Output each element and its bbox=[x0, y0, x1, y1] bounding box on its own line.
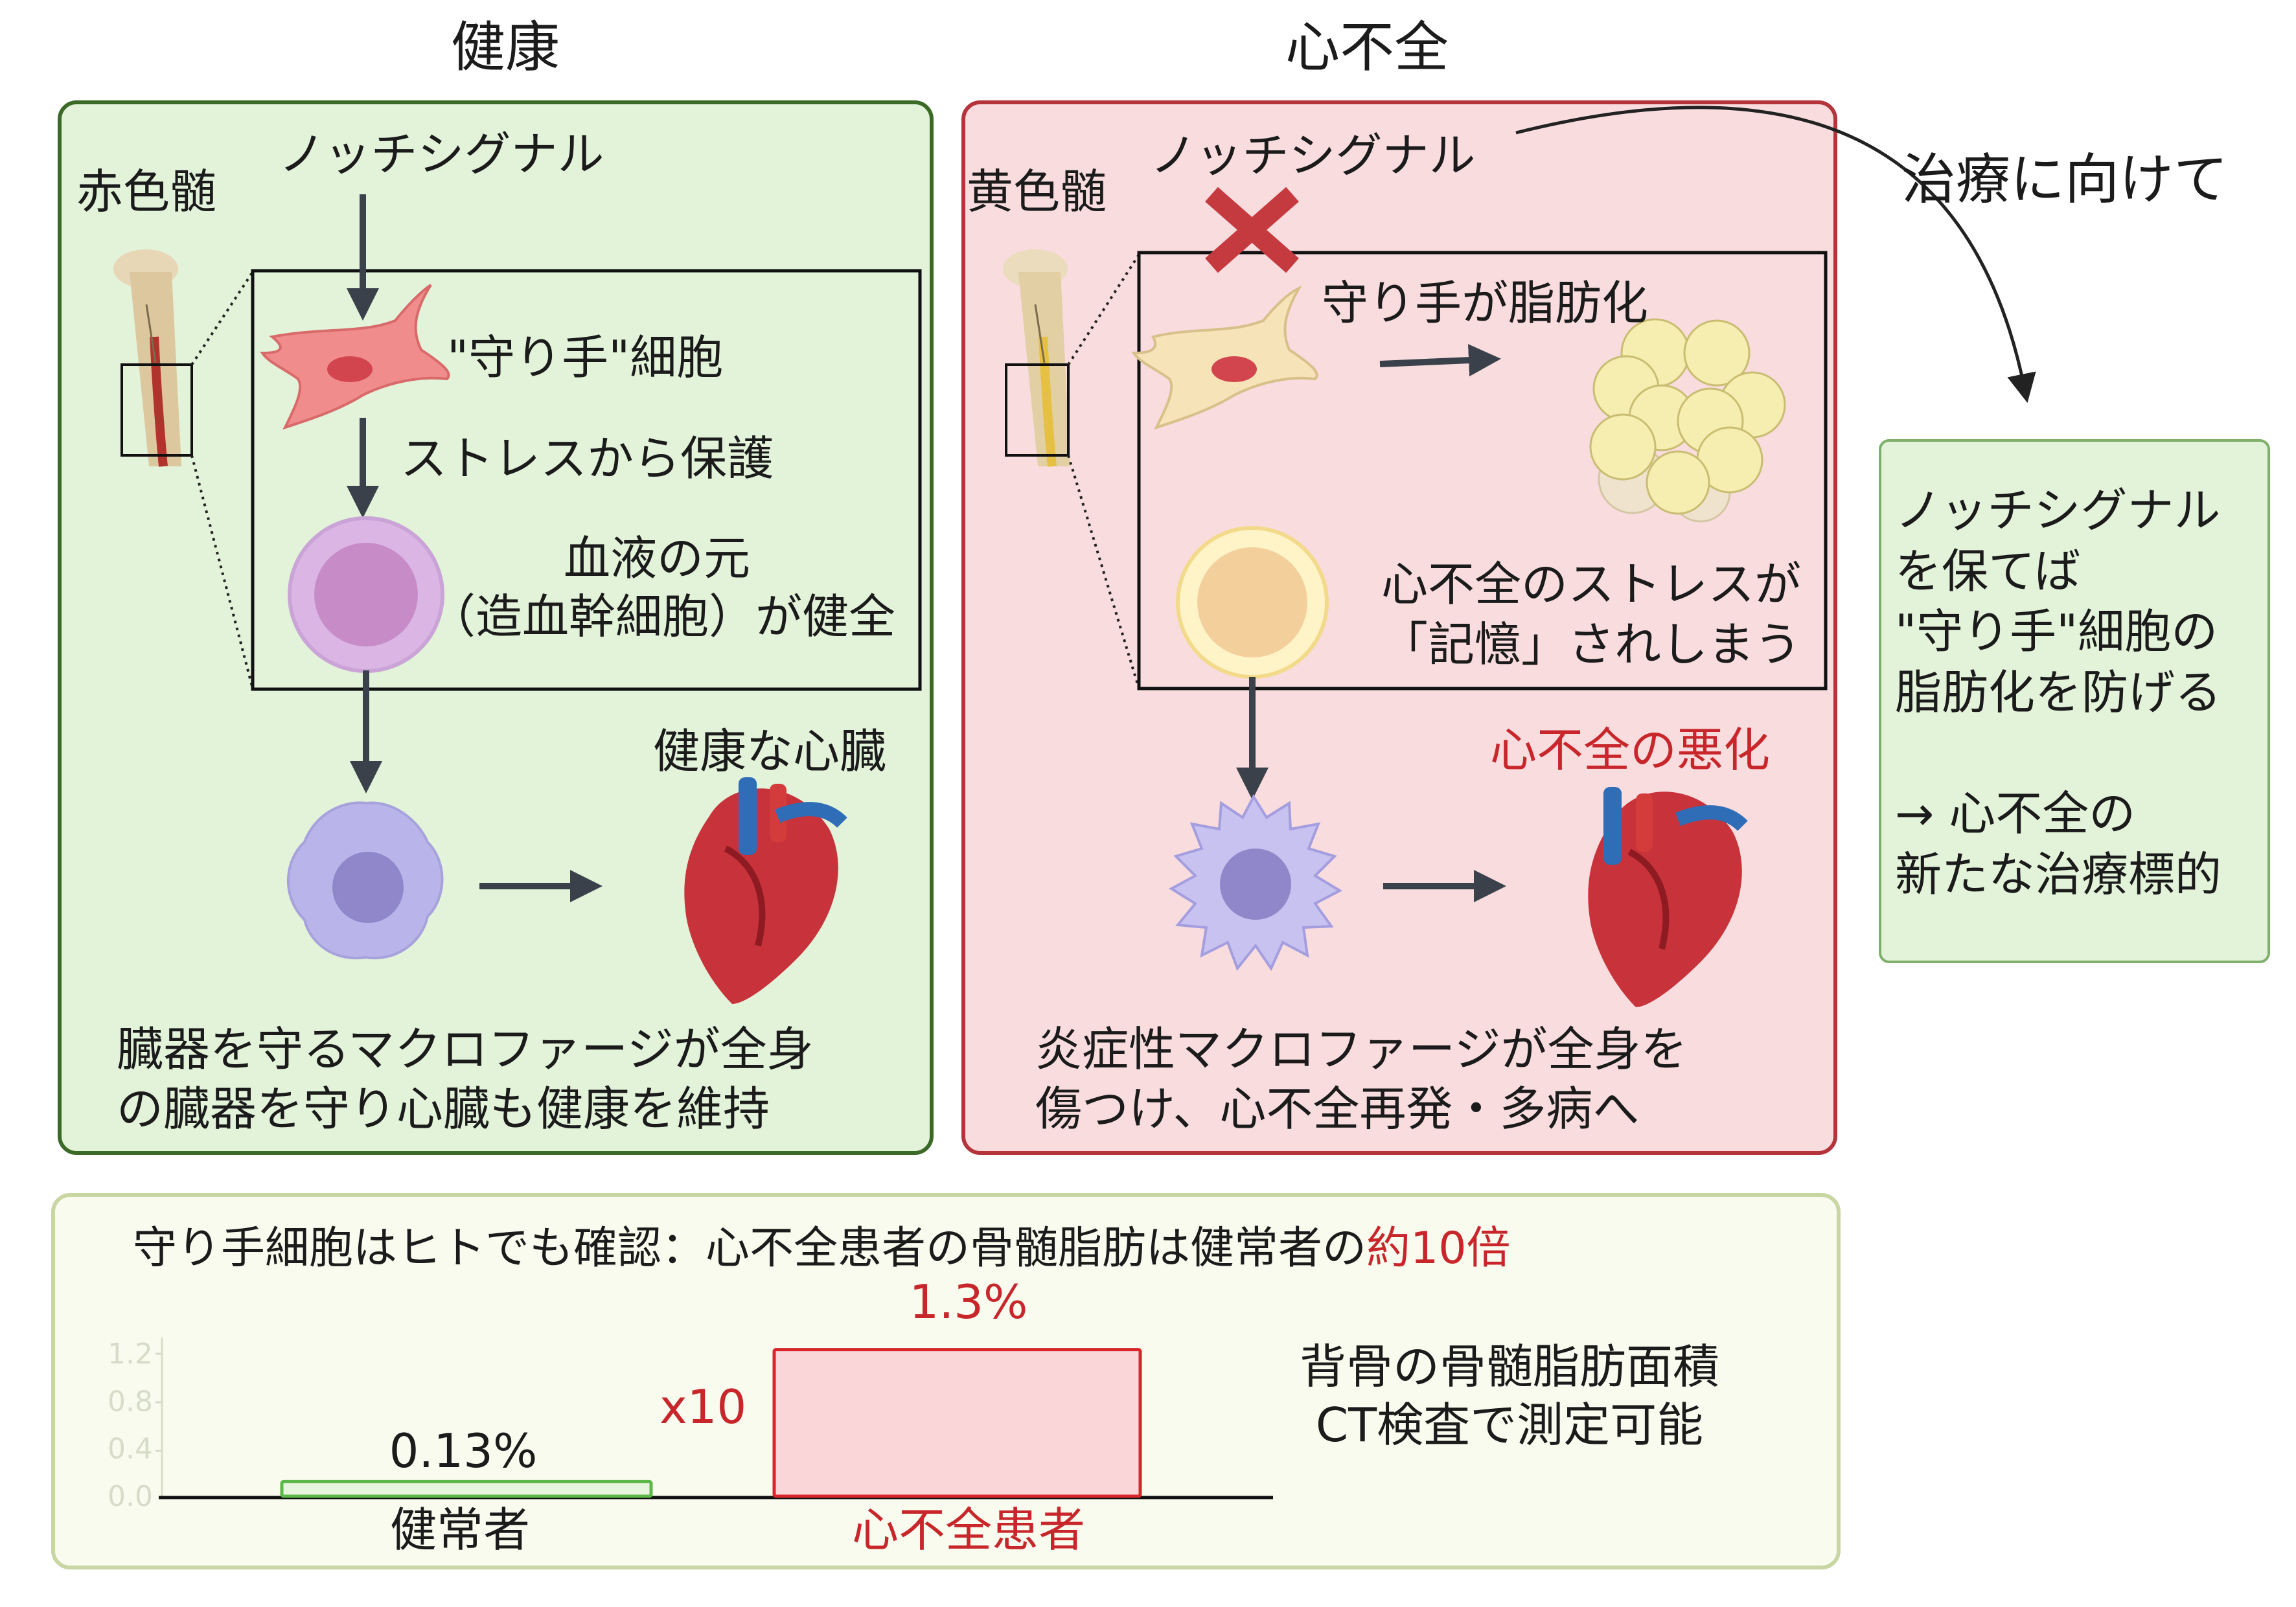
hf-zoom-frame bbox=[1137, 251, 1828, 690]
evidence-headline: 守り手細胞はヒトでも確認：心不全患者の骨髄脂肪は健常者の約10倍 bbox=[133, 1224, 1511, 1273]
treatment-line bbox=[1895, 723, 2221, 784]
inflammatory-macrophage-icon bbox=[1169, 794, 1343, 972]
hf-caption-line2: 傷つけ、心不全再発・多病へ bbox=[1035, 1082, 1640, 1136]
failing-heart-icon bbox=[1588, 787, 1748, 1007]
hf-value-label: 1.3% bbox=[909, 1275, 1028, 1329]
memory-stem-cell-nucleus bbox=[1197, 547, 1307, 657]
guardian-cell-nucleus bbox=[327, 356, 373, 382]
fatty-guardian-nucleus bbox=[1211, 356, 1257, 382]
treatment-line: を保てば bbox=[1895, 543, 2081, 598]
guardian-cell-label: "守り手"細胞 bbox=[447, 330, 724, 385]
stem-cell-nucleus bbox=[314, 543, 418, 646]
guardian-cell-icon bbox=[260, 284, 450, 430]
chart-bar-heart-failure bbox=[772, 1348, 1142, 1498]
treatment-line: ノッチシグナル bbox=[1895, 483, 2221, 538]
healthy-heart-icon bbox=[684, 777, 847, 1004]
memory-label-2: 「記憶」されしまう bbox=[1381, 617, 1801, 672]
healthy-header: 健康 bbox=[450, 16, 560, 79]
treatment-title: 治療に向けて bbox=[1901, 148, 2229, 211]
memory-label-1: 心不全のストレスが bbox=[1381, 557, 1801, 611]
healthy-zoom-frame bbox=[251, 269, 922, 691]
worsen-label: 心不全の悪化 bbox=[1490, 723, 1771, 777]
chart-bar-healthy bbox=[280, 1479, 653, 1498]
hf-zoom-line-bottom bbox=[1067, 455, 1140, 689]
chart-y-tick: 0.0 bbox=[108, 1480, 153, 1513]
healthy-notch-label: ノッチシグナル bbox=[279, 127, 604, 181]
chart-y-tick: 1.2 bbox=[108, 1338, 153, 1371]
healthy-caption-line1: 臓器を守るマクロファージが全身 bbox=[117, 1022, 814, 1077]
healthy-zoom-line-bottom bbox=[190, 455, 254, 689]
heart-failure-header: 心不全 bbox=[1285, 16, 1449, 79]
treatment-line: 新たな治療標的 bbox=[1895, 847, 2222, 902]
evidence-headline-highlight: 約10倍 bbox=[1366, 1223, 1511, 1274]
multiplier-label: x10 bbox=[660, 1380, 747, 1434]
category-label-heart-failure: 心不全患者 bbox=[851, 1503, 1085, 1557]
protective-macrophage-nucleus bbox=[332, 852, 404, 923]
yellow-marrow-label: 黄色髄 bbox=[967, 165, 1107, 219]
ct-note-line2: CT検査で測定可能 bbox=[1315, 1398, 1704, 1452]
healthy-bone-icon bbox=[113, 249, 181, 467]
treatment-line: "守り手"細胞の bbox=[1895, 604, 2218, 659]
treatment-line: → 心不全の bbox=[1895, 786, 2136, 841]
healthy-value-label: 0.13% bbox=[389, 1424, 538, 1478]
chart-y-ticks: 0.0 0.4 0.8 1.2 bbox=[108, 1338, 153, 1513]
healthy-heart-label: 健康な心臓 bbox=[653, 724, 887, 779]
hf-zoom-line-top bbox=[1067, 253, 1140, 366]
treatment-curve-arrow bbox=[1515, 106, 2036, 404]
fat-cells-icon bbox=[1589, 318, 1786, 523]
chart-y-tick: 0.4 bbox=[108, 1433, 153, 1466]
chart-y-tick: 0.8 bbox=[108, 1385, 153, 1418]
stem-cell-label-2: （造血幹細胞）が健全 bbox=[429, 589, 896, 644]
ct-note-line1: 背骨の骨髄脂肪面積 bbox=[1299, 1339, 1719, 1394]
signal-blocked-x-icon bbox=[1205, 187, 1299, 273]
treatment-panel bbox=[1879, 439, 2270, 963]
evidence-headline-main: 守り手細胞はヒトでも確認：心不全患者の骨髄脂肪は健常者の bbox=[133, 1223, 1367, 1274]
healthy-bone-zoom-box bbox=[121, 363, 193, 457]
fat-label: 守り手が脂肪化 bbox=[1322, 276, 1649, 330]
hf-caption-line1: 炎症性マクロファージが全身を bbox=[1035, 1022, 1688, 1077]
stem-cell-label-1: 血液の元 bbox=[564, 531, 751, 586]
chart-y-axis bbox=[155, 1338, 163, 1496]
healthy-caption-line2: の臓器を守り心臓も健康を維持 bbox=[117, 1082, 770, 1136]
hf-bone-zoom-box bbox=[1005, 363, 1070, 457]
hf-notch-label: ノッチシグナル bbox=[1150, 128, 1476, 183]
treatment-text: ノッチシグナル を保てば "守り手"細胞の 脂肪化を防げる → 心不全の 新たな… bbox=[1895, 481, 2221, 905]
treatment-line: 脂肪化を防げる bbox=[1895, 665, 2222, 720]
fat-arrow bbox=[1379, 344, 1501, 377]
red-marrow-label: 赤色髄 bbox=[76, 165, 217, 219]
category-label-healthy: 健常者 bbox=[389, 1503, 530, 1557]
stress-protect-label: ストレスから保護 bbox=[400, 431, 774, 486]
